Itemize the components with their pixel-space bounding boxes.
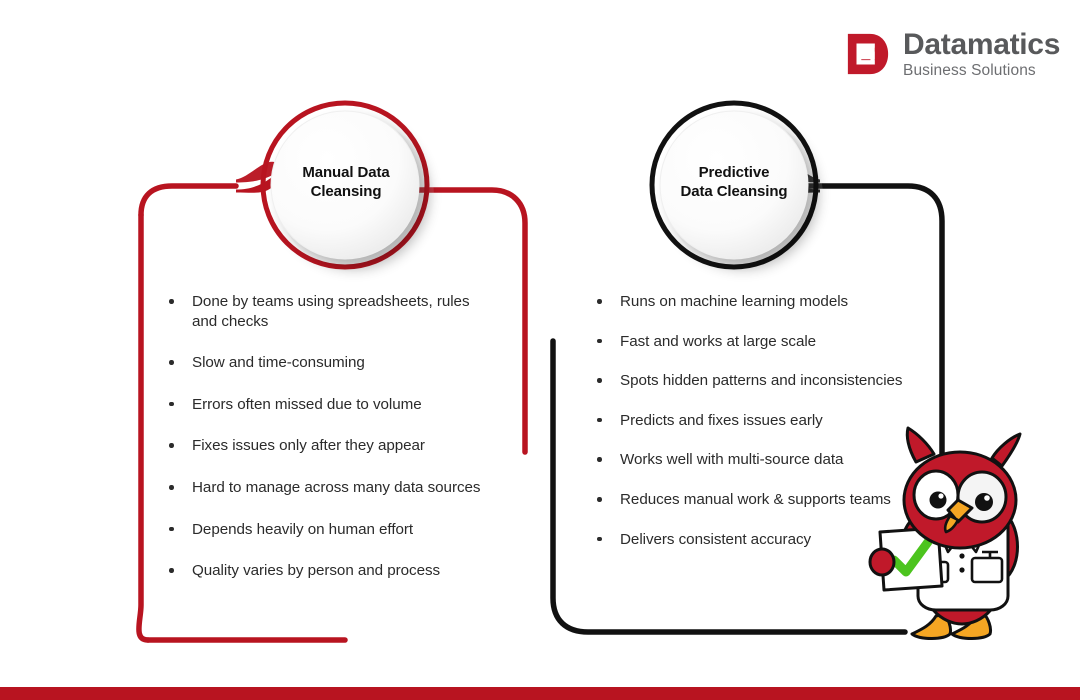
logo-subtitle: Business Solutions — [903, 62, 1036, 79]
node-label-predictive-line1: Predictive — [698, 164, 770, 181]
list-item: Slow and time-consuming — [160, 353, 490, 373]
list-item: Reduces manual work & supports teams — [588, 490, 908, 510]
list-item: Errors often missed due to volume — [160, 395, 490, 415]
list-item: Depends heavily on human effort — [160, 520, 490, 540]
list-item: Works well with multi-source data — [588, 450, 908, 470]
list-item: Fast and works at large scale — [588, 332, 908, 352]
logo-title: Datamatics — [903, 28, 1061, 61]
brand-logo: Datamatics Business Solutions — [845, 30, 1060, 79]
manual-cleansing-bullet-list: Done by teams using spreadsheets, rules … — [160, 292, 490, 603]
list-item: Spots hidden patterns and inconsistencie… — [588, 371, 908, 391]
node-label-predictive: Predictive Data Cleansing — [655, 163, 813, 201]
list-item: Delivers consistent accuracy — [588, 530, 908, 550]
list-item: Runs on machine learning models — [588, 292, 908, 312]
node-label-manual: Manual Data Cleansing — [268, 163, 424, 201]
list-item: Quality varies by person and process — [160, 561, 490, 581]
node-label-manual-line1: Manual Data — [302, 164, 390, 181]
list-item: Hard to manage across many data sources — [160, 478, 490, 498]
owl-feet-icon — [910, 612, 992, 640]
list-item: Fixes issues only after they appear — [160, 436, 490, 456]
predictive-cleansing-bullet-list: Runs on machine learning models Fast and… — [588, 292, 908, 569]
datamatics-d-logo-icon — [847, 34, 889, 75]
list-item: Done by teams using spreadsheets, rules … — [160, 292, 490, 331]
list-item: Predicts and fixes issues early — [588, 411, 908, 431]
footer-accent-bar — [0, 687, 1080, 700]
node-label-predictive-line2: Data Cleansing — [680, 183, 788, 201]
node-label-manual-line2: Cleansing — [310, 183, 382, 201]
